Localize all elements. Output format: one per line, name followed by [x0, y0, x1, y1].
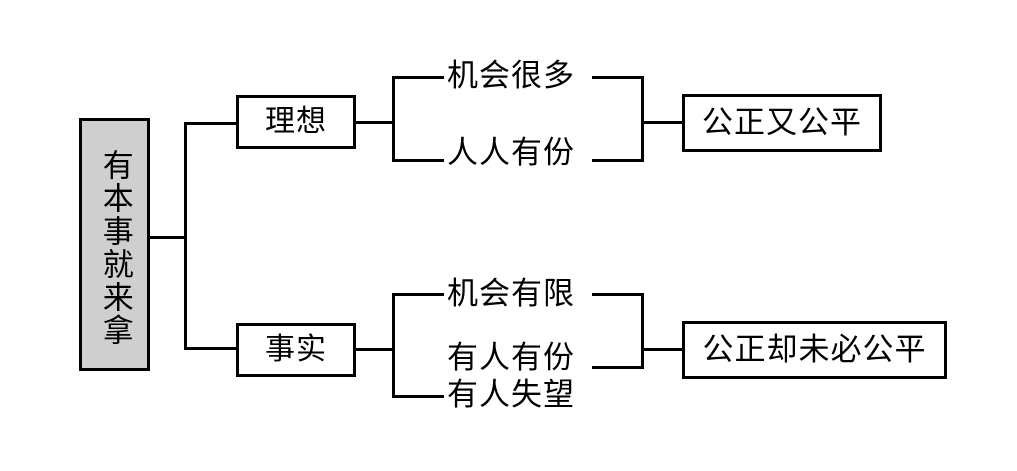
connector-ideal-left-bracket [392, 76, 395, 162]
connector-fact-item2-right [592, 366, 644, 369]
connector-ideal-item1-right [592, 76, 644, 79]
connector-ideal-to-result [641, 121, 685, 124]
connector-fact-item2-left [392, 395, 444, 398]
connector-root-to-fact [184, 347, 238, 350]
connector-fact-item1-right [592, 293, 644, 296]
connector-ideal-stub [355, 121, 395, 124]
connector-ideal-item2-right [592, 159, 644, 162]
label-ideal-item-2: 人人有份 [447, 135, 575, 170]
root-node[interactable]: 有本事就来拿 [79, 118, 150, 371]
connector-fact-to-result [641, 348, 685, 351]
connector-root-stub [149, 236, 187, 239]
connector-ideal-item2-left [392, 159, 444, 162]
connector-fact-left-bracket [392, 293, 395, 398]
connector-root-to-ideal [184, 122, 238, 125]
node-result-ideal[interactable]: 公正又公平 [682, 94, 882, 152]
label-fact-item-2-line1: 有人有份 [447, 340, 575, 375]
connector-fact-stub [355, 348, 395, 351]
node-ideal[interactable]: 理想 [236, 95, 356, 149]
node-result-fact[interactable]: 公正却未必公平 [682, 321, 947, 379]
connector-ideal-item1-left [392, 76, 444, 79]
node-fact[interactable]: 事实 [236, 323, 356, 377]
connector-fact-right-bracket [641, 293, 644, 369]
label-fact-item-2-line2: 有人失望 [447, 376, 575, 412]
label-ideal-item-1: 机会很多 [447, 58, 575, 93]
connector-root-bracket [184, 122, 187, 350]
label-fact-item-2: 有人有份 有人失望 [447, 340, 575, 413]
label-fact-item-1: 机会有限 [447, 276, 575, 311]
connector-ideal-right-bracket [641, 76, 644, 162]
connector-fact-item1-left [392, 293, 444, 296]
